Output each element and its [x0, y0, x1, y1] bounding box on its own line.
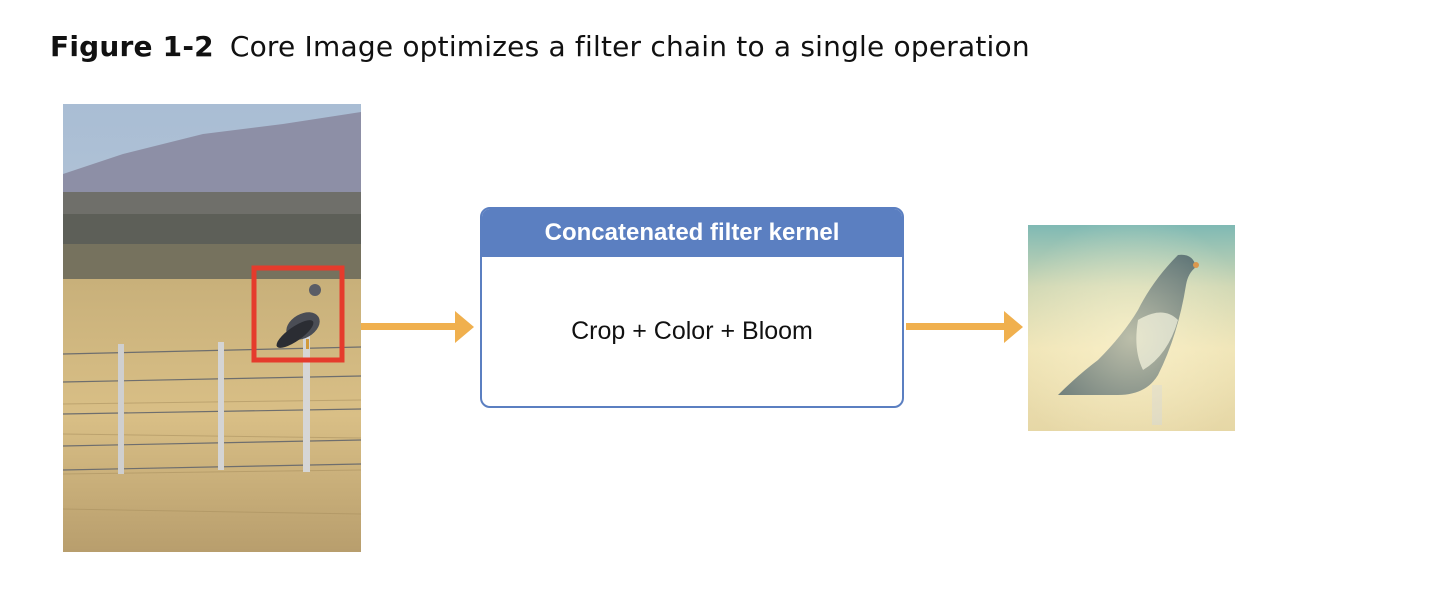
- input-image: [63, 104, 361, 552]
- figure-caption: Figure 1-2 Core Image optimizes a filter …: [50, 30, 1030, 63]
- kernel-title: Concatenated filter kernel: [482, 209, 902, 257]
- output-image: [1028, 225, 1235, 431]
- filtered-hawk-icon: [1028, 225, 1235, 431]
- arrow-right-icon: [906, 311, 1023, 343]
- arrow-right-icon: [361, 311, 474, 343]
- hawk-photo-icon: [63, 104, 361, 552]
- concatenated-filter-kernel: Concatenated filter kernel Crop + Color …: [480, 207, 904, 408]
- figure-title: Core Image optimizes a filter chain to a…: [229, 30, 1030, 63]
- kernel-operations: Crop + Color + Bloom: [571, 317, 813, 345]
- crop-region-box: [251, 265, 345, 363]
- figure-number: Figure 1-2: [50, 30, 214, 63]
